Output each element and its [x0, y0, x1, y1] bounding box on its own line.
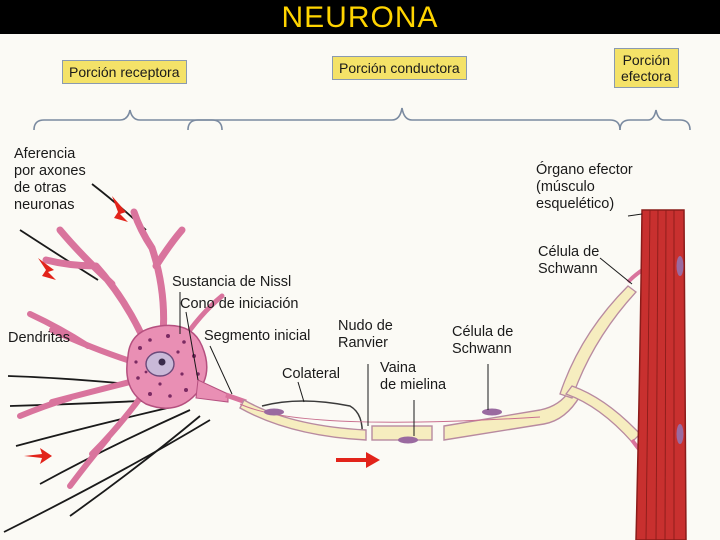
- schwann-nucleus: [482, 408, 502, 416]
- arrow-afferent-1: [112, 196, 128, 222]
- label-celula-schwann-2: Célula de Schwann: [538, 244, 600, 277]
- label-vaina-mielina: Vaina de mielina: [380, 360, 447, 393]
- label-cono-iniciacion: Cono de iniciación: [180, 296, 299, 312]
- collateral-branch: [261, 400, 363, 439]
- skeletal-muscle: [635, 209, 687, 540]
- label-sustancia-nissl: Sustancia de Nissl: [172, 274, 292, 290]
- label-colateral: Colateral: [282, 366, 341, 382]
- myelinated-axon: [239, 389, 581, 444]
- label-dendritas: Dendritas: [8, 330, 71, 346]
- section-brackets: [33, 107, 691, 131]
- title-bar: [0, 0, 720, 34]
- label-aferencia: Aferencia por axones de otras neuronas: [14, 146, 86, 213]
- arrow-afferent-2: [38, 258, 56, 280]
- page-title: NEURONA: [281, 1, 439, 34]
- initial-segment: [225, 392, 247, 405]
- schwann-nucleus: [264, 408, 284, 416]
- neuron-diagram: Porción receptora Porción conductora Por…: [0, 34, 720, 540]
- nucleolus: [158, 358, 166, 366]
- leader-lines: [179, 213, 643, 436]
- axon-hillock: [195, 379, 229, 403]
- label-organo-efector: Órgano efector (músculo esquelético): [536, 162, 633, 212]
- label-celula-schwann-1: Célula de Schwann: [452, 324, 514, 357]
- dendrites: [17, 208, 225, 489]
- schwann-nucleus: [398, 436, 418, 444]
- impulse-arrows: [24, 196, 380, 468]
- section-conductora-box: Porción conductora: [332, 56, 467, 80]
- label-nudo-ranvier: Nudo de Ranvier: [338, 318, 393, 351]
- arrow-afferent-3: [24, 448, 52, 464]
- bracket-conductora: [187, 107, 621, 131]
- section-efectora-box: Porción efectora: [614, 48, 679, 88]
- label-segmento-inicial: Segmento inicial: [204, 328, 311, 344]
- arrow-conduction: [336, 452, 380, 468]
- neuron-illustration: [3, 107, 691, 540]
- section-receptora-box: Porción receptora: [62, 60, 187, 84]
- bracket-efectora: [619, 109, 691, 131]
- nissl-dots: [134, 334, 200, 398]
